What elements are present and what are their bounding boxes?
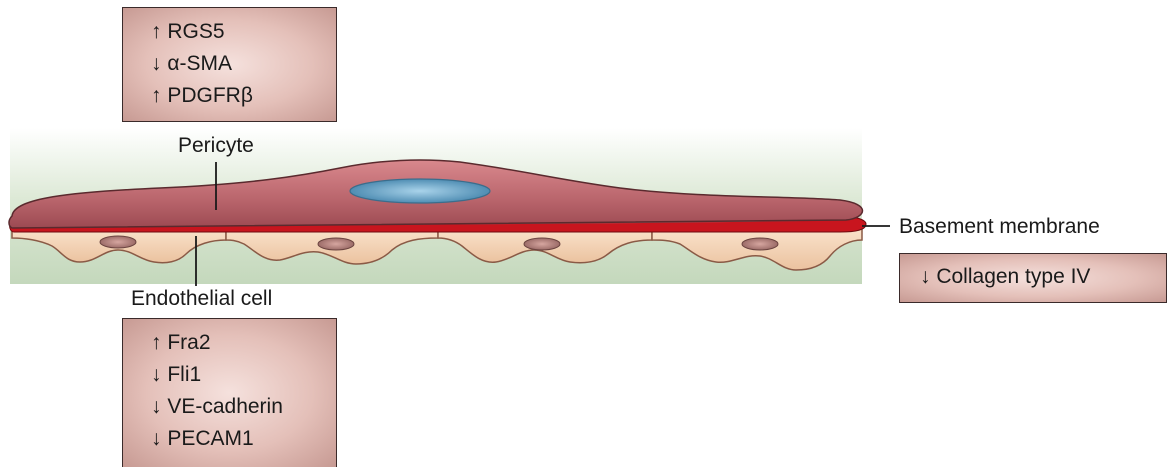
endothelial-marker-2: ↓ Fli1 — [151, 359, 336, 391]
pericyte-marker-1: ↑ RGS5 — [151, 16, 336, 48]
basement-marker-box: ↓ Collagen type IV — [899, 253, 1167, 303]
pericyte-marker-2: ↓ α-SMA — [151, 48, 336, 80]
basement-marker-1: ↓ Collagen type IV — [920, 261, 1166, 293]
pericyte-marker-box: ↑ RGS5 ↓ α-SMA ↑ PDGFRβ — [122, 7, 337, 122]
pericyte-label: Pericyte — [178, 134, 254, 158]
endothelial-nucleus-2 — [318, 238, 354, 250]
endothelial-nucleus-4 — [742, 238, 778, 250]
endothelial-nucleus-3 — [524, 238, 560, 250]
basement-label: Basement membrane — [899, 215, 1100, 239]
endothelial-marker-3: ↓ VE-cadherin — [151, 391, 336, 423]
endothelial-marker-box: ↑ Fra2 ↓ Fli1 ↓ VE-cadherin ↓ PECAM1 — [122, 318, 337, 467]
pericyte-marker-3: ↑ PDGFRβ — [151, 80, 336, 112]
endothelial-nucleus-1 — [100, 236, 136, 248]
endothelial-marker-4: ↓ PECAM1 — [151, 423, 336, 455]
endothelial-label: Endothelial cell — [131, 287, 272, 311]
pericyte-nucleus — [350, 179, 490, 203]
endothelial-marker-1: ↑ Fra2 — [151, 327, 336, 359]
